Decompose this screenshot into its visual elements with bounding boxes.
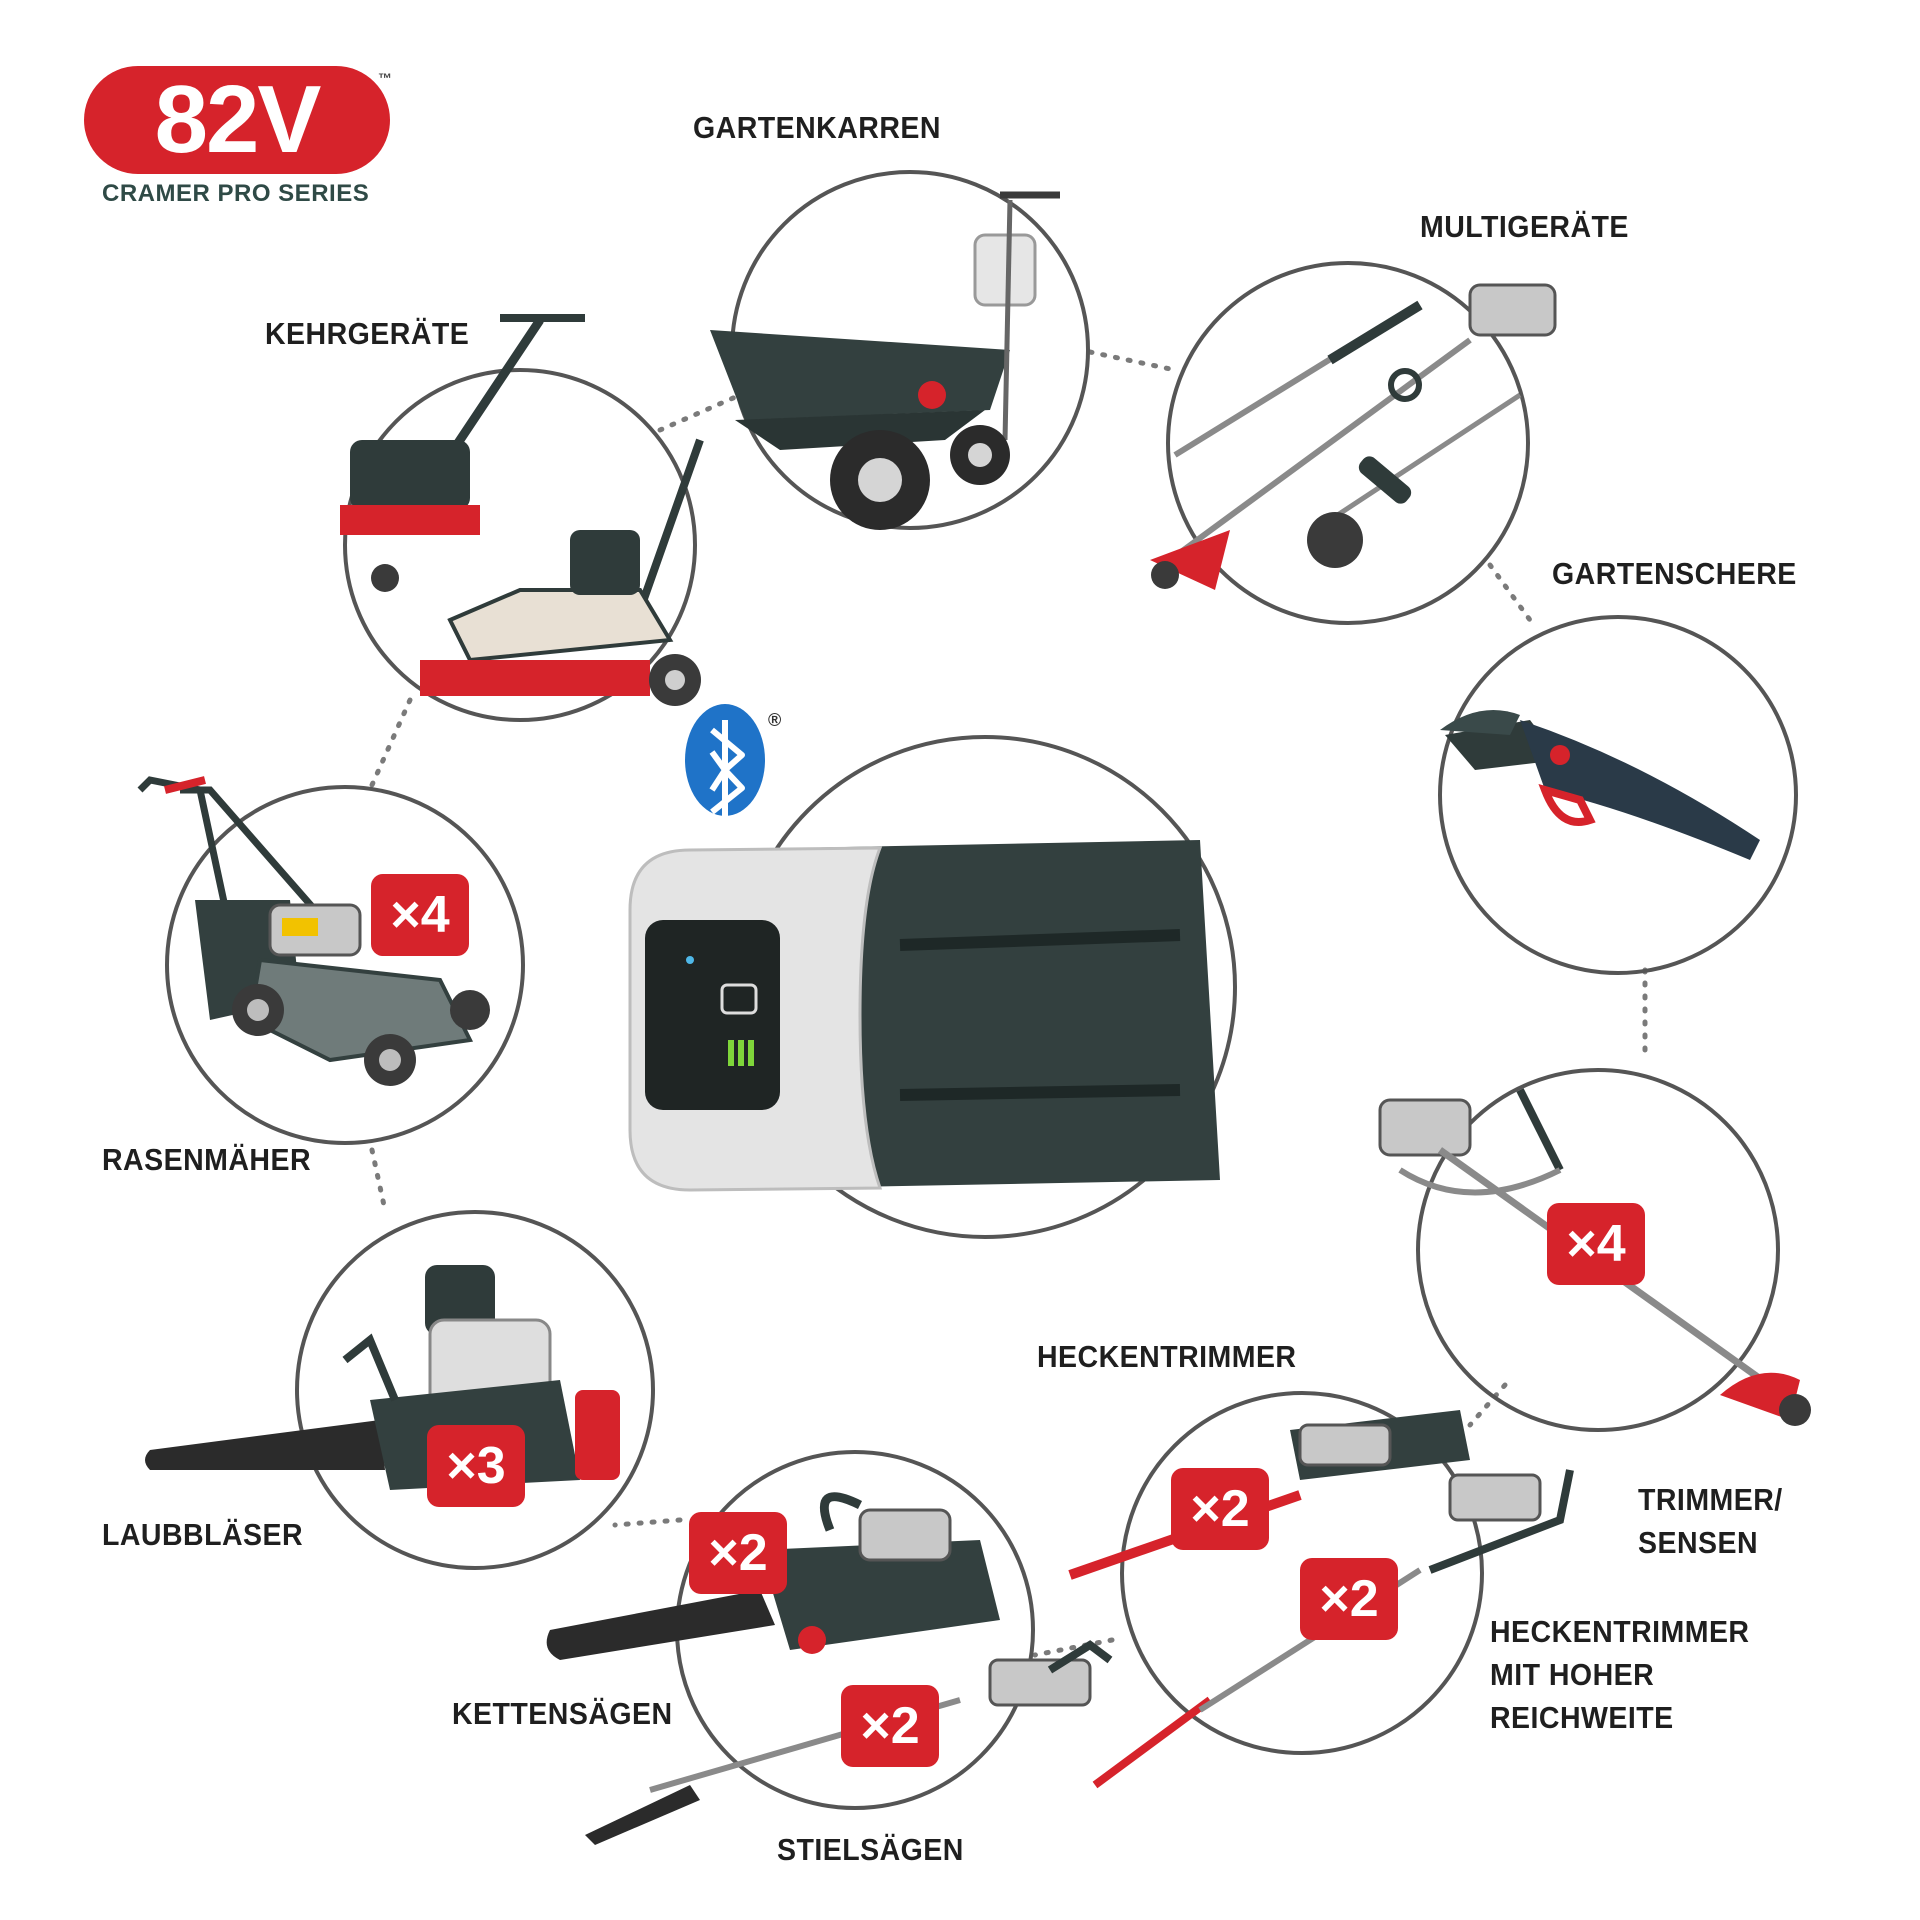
label-gartenschere: GARTENSCHERE: [1552, 556, 1797, 591]
hedge-trimmer-icon: [1068, 1410, 1574, 1789]
circle-kehrgeraete: [343, 368, 697, 722]
sweeper-icon: [340, 314, 704, 706]
trademark-mark: ™: [378, 70, 392, 86]
circle-rasenmaeher: [165, 785, 525, 1145]
label-heckentrimmer: HECKENTRIMMER: [1037, 1339, 1297, 1374]
circle-gartenschere: [1438, 615, 1798, 975]
circle-laubblaeser: [295, 1210, 655, 1570]
label-laubblaeser: LAUBBLÄSER: [102, 1517, 304, 1552]
pruning-shears-icon: [1440, 710, 1760, 860]
badge-heckentrimmer: ×2: [1171, 1468, 1269, 1550]
badge-rasenmaeher: ×4: [371, 874, 469, 956]
badge-heckentrimmer-hoch: ×2: [1300, 1558, 1398, 1640]
badge-stielsaegen: ×2: [841, 1685, 939, 1767]
label-trimmer-line1: TRIMMER/: [1638, 1482, 1783, 1517]
chainsaw-icon: [546, 1492, 1000, 1660]
badge-trimmer: ×4: [1547, 1203, 1645, 1285]
battery-icon: [628, 840, 1220, 1192]
label-heckentrimmer-hoch-line3: REICHWEITE: [1490, 1700, 1674, 1735]
label-stielsaegen: STIELSÄGEN: [777, 1832, 964, 1867]
label-multigeraete: MULTIGERÄTE: [1420, 209, 1629, 244]
label-heckentrimmer-hoch-line1: HECKENTRIMMER: [1490, 1614, 1750, 1649]
wheelbarrow-icon: [710, 191, 1060, 530]
multitool-icon: [1150, 283, 1557, 590]
label-gartenkarren: GARTENKARREN: [693, 110, 941, 145]
label-trimmer-line2: SENSEN: [1638, 1525, 1759, 1560]
label-kehrgeraete: KEHRGERÄTE: [265, 316, 470, 351]
circle-multigeraete: [1166, 261, 1530, 625]
lawn-mower-icon: [137, 776, 490, 1086]
badge-laubblaeser: ×3: [427, 1425, 525, 1507]
brush-cutter-icon: [1378, 1088, 1811, 1426]
leaf-blower-icon: [145, 1265, 620, 1490]
logo-text: 82V: [154, 66, 322, 173]
registered-mark: ®: [768, 710, 782, 730]
brand-logo: 82V: [84, 66, 390, 174]
bluetooth-icon: [685, 704, 765, 820]
badge-kettensaegen: ×2: [689, 1512, 787, 1594]
circle-trimmer: [1416, 1068, 1780, 1432]
label-rasenmaeher: RASENMÄHER: [102, 1142, 312, 1177]
label-heckentrimmer-hoch-line2: MIT HOHER: [1490, 1657, 1655, 1692]
label-kettensaegen: KETTENSÄGEN: [452, 1696, 673, 1731]
series-name: CRAMER PRO SERIES: [102, 180, 370, 207]
connector-lines: [369, 349, 1648, 1658]
circle-heckentrimmer: [1120, 1391, 1484, 1755]
